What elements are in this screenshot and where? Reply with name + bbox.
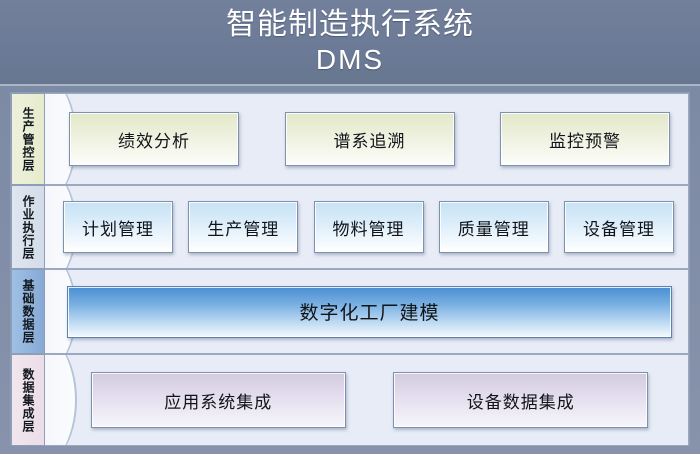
layer-tab-production-control[interactable]: 生产管控层	[11, 93, 45, 185]
module-box-quality-management[interactable]: 质量管理	[438, 201, 549, 253]
layer-panel-operation-execution: 计划管理 生产管理 物料管理 质量管理 设备管理	[44, 185, 689, 269]
page-title: 智能制造执行系统	[226, 8, 474, 41]
layer-tab-data-integration[interactable]: 数据集成层	[11, 354, 45, 446]
module-box-equipment-management[interactable]: 设备管理	[564, 201, 674, 253]
module-label: 监控预警	[549, 131, 621, 151]
layer-panel-production-control: 绩效分析 谱系追溯 监控预警	[44, 93, 689, 185]
layer-row-data-integration: 数据集成层 应用系统集成 设备数据集成	[11, 354, 689, 446]
layer-tab-label: 基础数据层	[21, 279, 35, 344]
layer-tab-operation-execution[interactable]: 作业执行层	[11, 185, 45, 269]
layer-row-production-control: 生产管控层 绩效分析 谱系追溯 监控预警	[11, 93, 689, 185]
module-label: 物料管理	[332, 219, 405, 239]
diagram-header: 智能制造执行系统 DMS	[0, 0, 700, 86]
layer-panel-data-integration: 应用系统集成 设备数据集成	[44, 354, 689, 446]
module-box-monitoring-alert[interactable]: 监控预警	[500, 112, 670, 166]
module-label: 质量管理	[457, 219, 530, 239]
layer-tab-label: 作业执行层	[21, 194, 35, 260]
layer-tab-label: 数据集成层	[21, 367, 35, 433]
module-label: 计划管理	[82, 219, 154, 239]
module-box-plan-management[interactable]: 计划管理	[63, 201, 173, 253]
module-box-production-management[interactable]: 生产管理	[188, 201, 299, 253]
module-box-application-system-integration[interactable]: 应用系统集成	[90, 372, 346, 428]
layer-row-basic-data: 基础数据层 数字化工厂建模	[11, 269, 689, 354]
layer-tab-basic-data[interactable]: 基础数据层	[11, 269, 45, 354]
module-box-material-management[interactable]: 物料管理	[313, 201, 424, 253]
module-label: 数字化工厂建模	[299, 303, 440, 324]
layer-row-operation-execution: 作业执行层 计划管理 生产管理 物料管理	[11, 185, 689, 269]
layer-panel-basic-data: 数字化工厂建模	[44, 269, 689, 354]
module-label: 设备数据集成	[466, 392, 575, 412]
module-label: 生产管理	[207, 219, 280, 239]
layer-tab-label: 生产管控层	[21, 106, 35, 172]
module-label: 绩效分析	[118, 131, 190, 151]
module-box-genealogy-traceability[interactable]: 谱系追溯	[284, 112, 455, 166]
module-box-equipment-data-integration[interactable]: 设备数据集成	[393, 372, 649, 428]
diagram-body-frame: 生产管控层 绩效分析 谱系追溯 监控预警	[0, 86, 700, 454]
module-label: 谱系追溯	[333, 131, 406, 151]
diagram-inner-frame: 生产管控层 绩效分析 谱系追溯 监控预警	[10, 92, 690, 446]
module-box-performance-analysis[interactable]: 绩效分析	[69, 112, 239, 166]
module-label: 设备管理	[583, 219, 655, 239]
module-label: 应用系统集成	[164, 392, 273, 412]
module-box-digital-factory-modeling[interactable]: 数字化工厂建模	[67, 285, 672, 338]
page-subtitle: DMS	[315, 44, 385, 75]
